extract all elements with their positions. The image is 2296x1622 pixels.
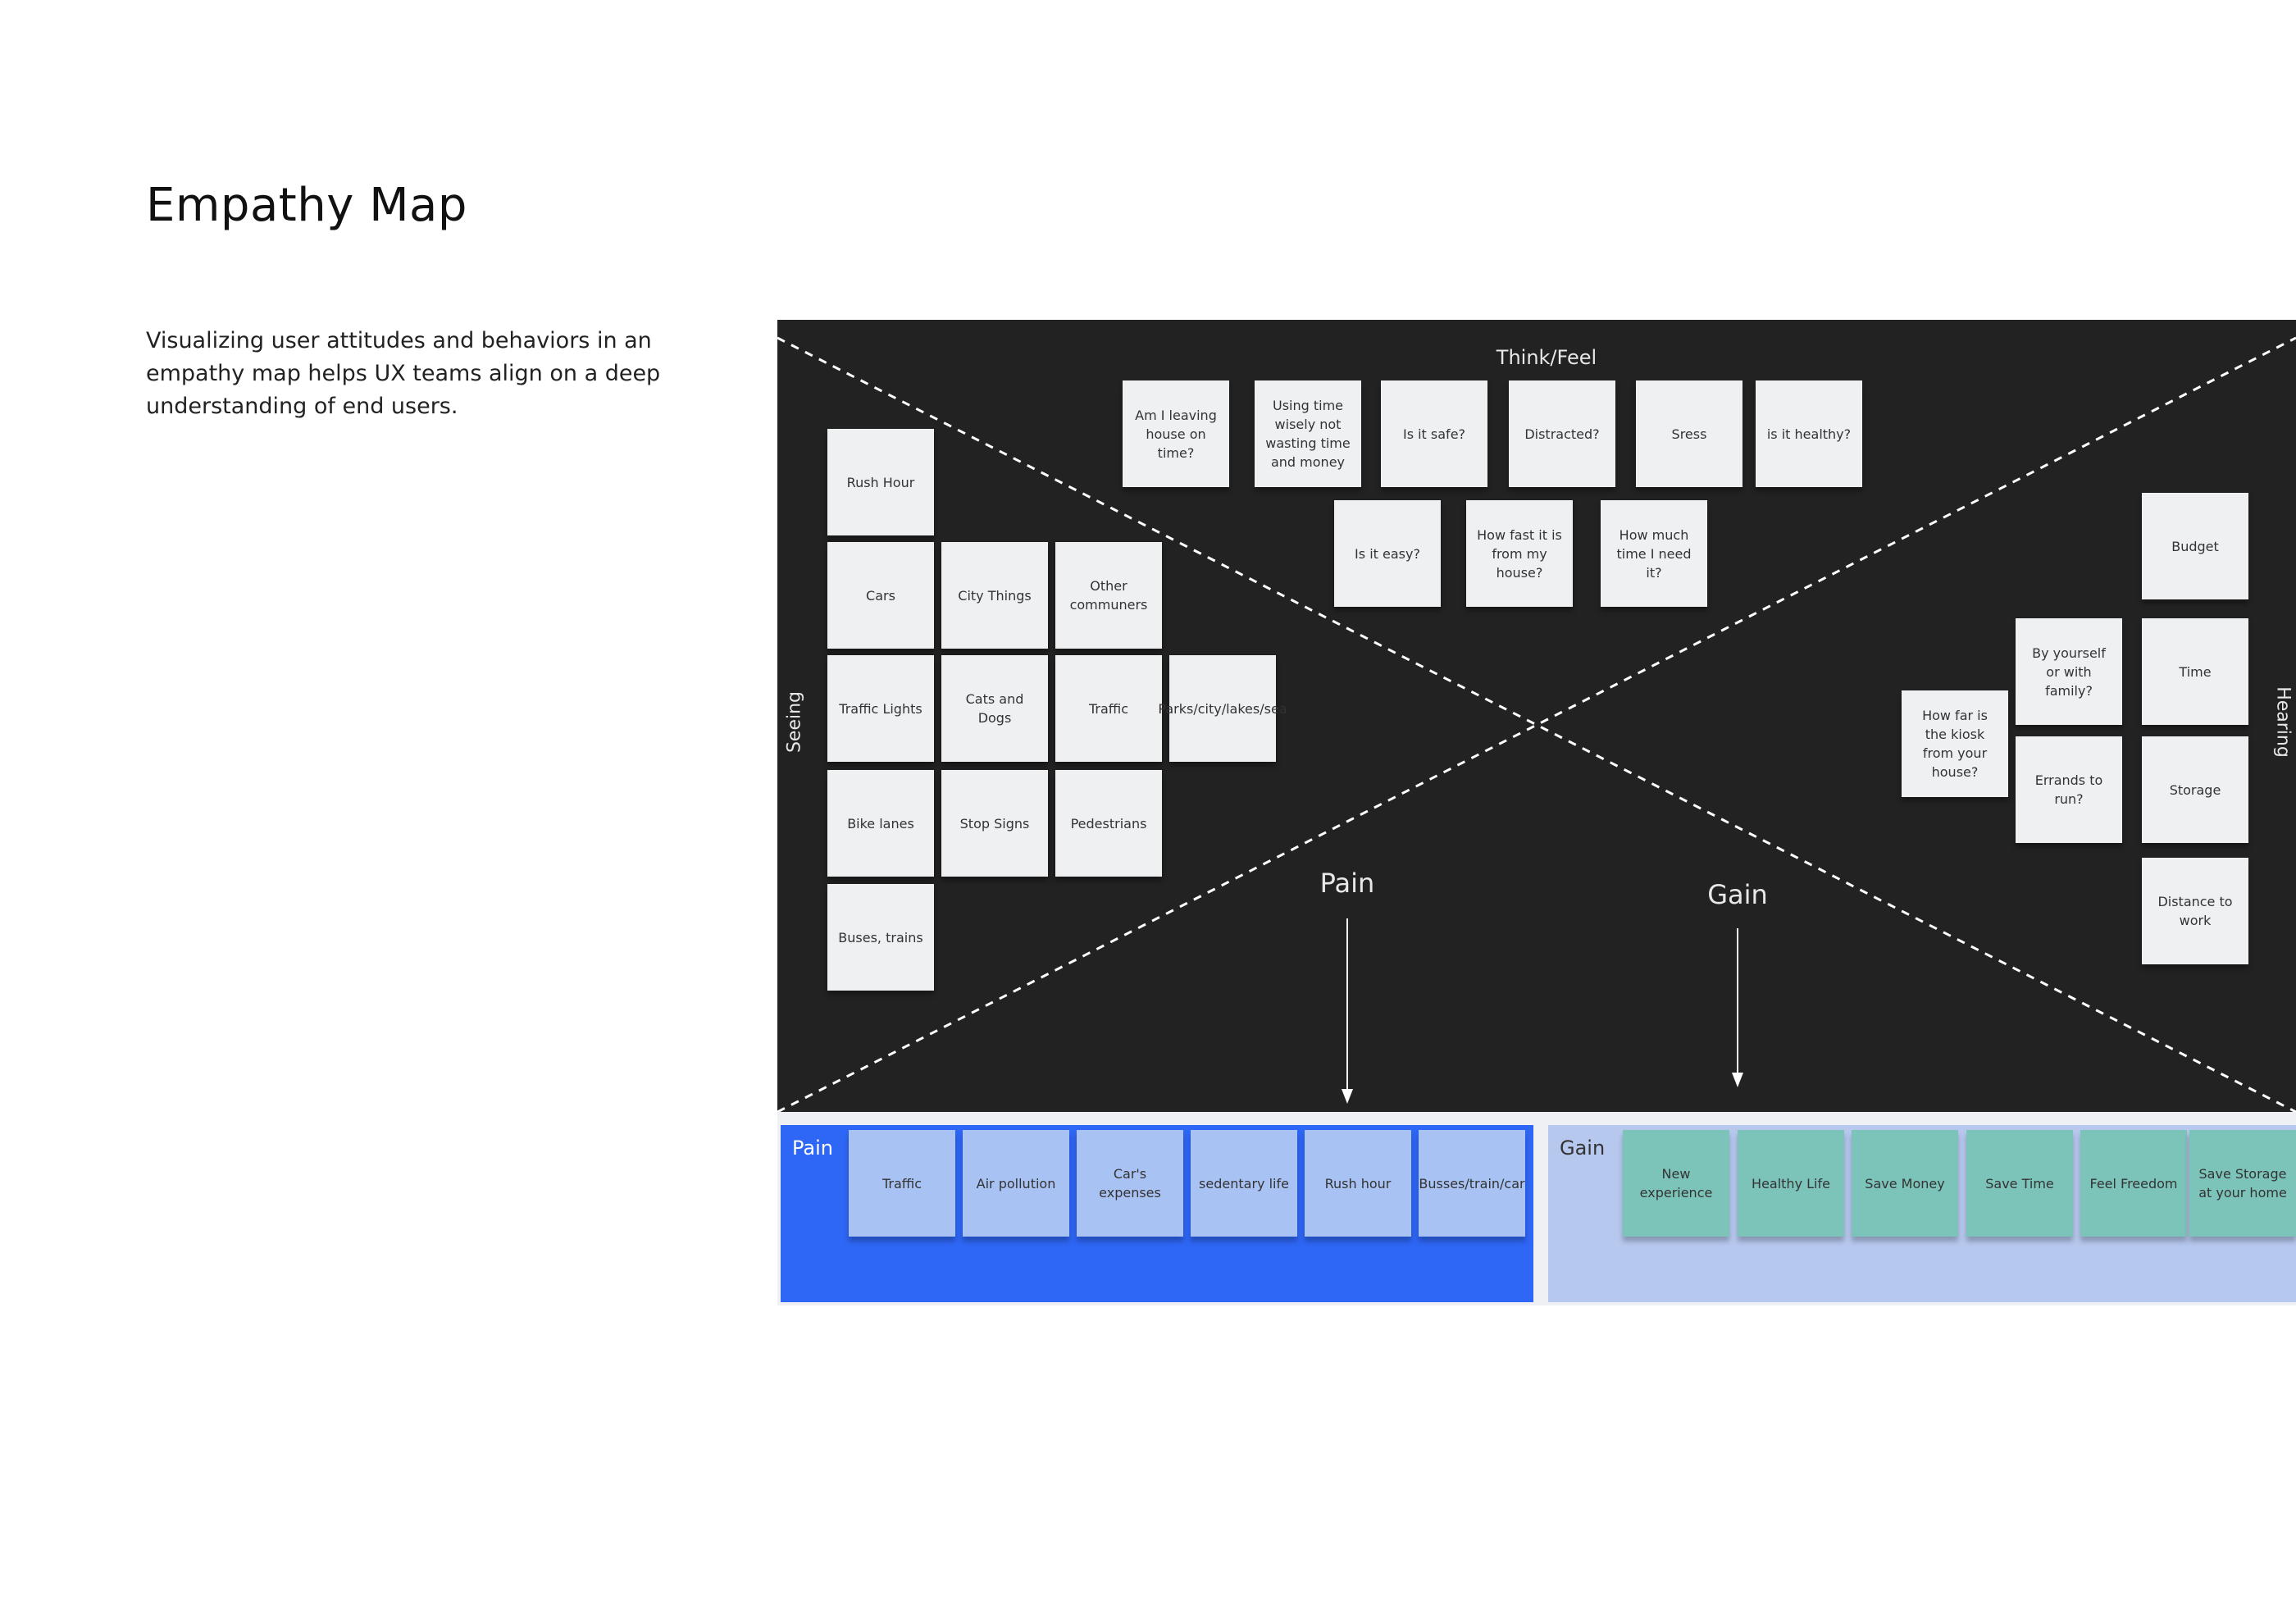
gain-panel[interactable]: Gain New experience Healthy Life Save Mo…	[1548, 1125, 2296, 1302]
sticky-note[interactable]: Is it easy?	[1334, 500, 1441, 607]
pain-sticky-note[interactable]: Traffic	[849, 1130, 955, 1237]
sticky-note[interactable]: Time	[2142, 618, 2248, 725]
sticky-note[interactable]: Parks/city/lakes/sea	[1158, 655, 1287, 762]
sticky-note[interactable]: Sress	[1636, 380, 1742, 487]
sticky-note[interactable]: Cats and Dogs	[941, 655, 1048, 762]
sticky-note[interactable]: Am I leaving house on time?	[1123, 380, 1229, 487]
sticky-note[interactable]: City Things	[941, 542, 1048, 649]
hearing-label: Hearing	[2272, 686, 2294, 758]
sticky-note[interactable]: Cars	[827, 542, 934, 649]
page-title: Empathy Map	[146, 179, 467, 232]
pain-panel[interactable]: Pain Traffic Air pollution Car's expense…	[781, 1125, 1533, 1302]
sticky-note[interactable]: Rush Hour	[827, 429, 934, 535]
sticky-note[interactable]: How much time I need it?	[1601, 500, 1707, 607]
gain-sticky-note[interactable]: Save Time	[1966, 1130, 2073, 1237]
gain-quadrant-label: Gain	[1707, 879, 1768, 910]
sticky-note[interactable]: Budget	[2142, 493, 2248, 599]
pain-sticky-note[interactable]: sedentary life	[1191, 1130, 1297, 1237]
sticky-note[interactable]: Distracted?	[1509, 380, 1615, 487]
pain-panel-title: Pain	[792, 1137, 833, 1160]
sticky-note[interactable]: By yourself or with family?	[2016, 618, 2122, 725]
think-feel-label: Think/Feel	[1496, 346, 1597, 369]
sticky-note[interactable]: How far is the kiosk from your house?	[1902, 690, 2008, 797]
sticky-note[interactable]: Pedestrians	[1055, 770, 1162, 877]
pain-sticky-note[interactable]: Car's expenses	[1077, 1130, 1183, 1237]
sticky-note[interactable]: Traffic	[1055, 655, 1162, 762]
sticky-note[interactable]: Stop Signs	[941, 770, 1048, 877]
sticky-note[interactable]: How fast it is from my house?	[1466, 500, 1573, 607]
gain-sticky-note[interactable]: Save Money	[1852, 1130, 1958, 1237]
gain-sticky-note[interactable]: Healthy Life	[1738, 1130, 1844, 1237]
sticky-note[interactable]: Is it safe?	[1381, 380, 1487, 487]
gain-sticky-note[interactable]: New experience	[1623, 1130, 1729, 1237]
gain-sticky-note[interactable]: Feel Freedom	[2080, 1130, 2187, 1237]
page-description: Visualizing user attitudes and behaviors…	[146, 328, 661, 419]
sticky-note[interactable]: Traffic Lights	[827, 655, 934, 762]
sticky-note[interactable]: Using time wisely not wasting time and m…	[1255, 380, 1361, 487]
gain-panel-title: Gain	[1560, 1137, 1606, 1160]
gain-sticky-note[interactable]: Save Storage at your home	[2189, 1130, 2296, 1237]
quadrant-divider-lines	[777, 336, 2296, 1112]
sticky-note[interactable]: Other communers	[1055, 542, 1162, 649]
empathy-map-board[interactable]: Think/Feel Seeing Hearing Pain Gain Rush…	[777, 320, 2296, 1112]
pain-sticky-note[interactable]: Busses/train/car	[1419, 1130, 1525, 1237]
sticky-note[interactable]: Bike lanes	[827, 770, 934, 877]
sticky-note[interactable]: is it healthy?	[1756, 380, 1862, 487]
sticky-note[interactable]: Errands to run?	[2016, 736, 2122, 843]
sticky-note[interactable]: Distance to work	[2142, 858, 2248, 964]
sticky-note[interactable]: Storage	[2142, 736, 2248, 843]
pain-sticky-note[interactable]: Rush hour	[1305, 1130, 1411, 1237]
pain-sticky-note[interactable]: Air pollution	[963, 1130, 1069, 1237]
pain-quadrant-label: Pain	[1319, 868, 1375, 899]
seeing-label: Seeing	[784, 690, 805, 754]
sticky-note[interactable]: Buses, trains	[827, 884, 934, 991]
